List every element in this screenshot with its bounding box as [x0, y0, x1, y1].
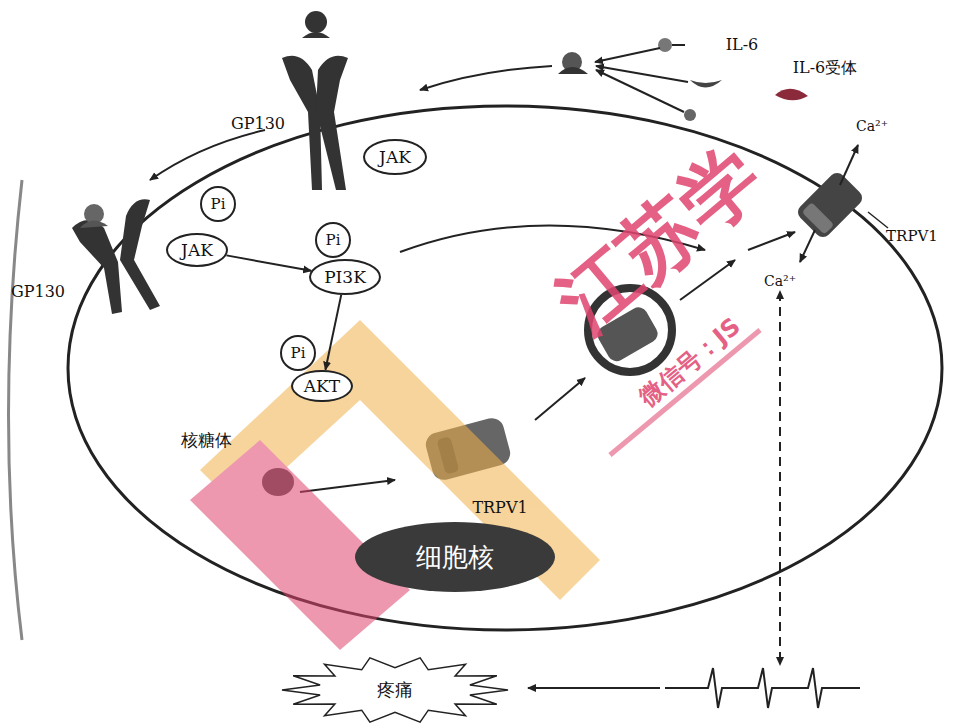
signal-oval: Pi: [280, 335, 317, 372]
part-label: IL-6: [726, 36, 759, 54]
node-text: Pi: [326, 232, 341, 249]
signal-arrow: [325, 295, 341, 370]
signal-oval: PI3K: [309, 259, 381, 295]
gp130-receptor: [72, 199, 160, 314]
part-label: Ca²⁺: [764, 274, 796, 289]
il6-complex: [558, 38, 808, 121]
signal-oval: JAK: [166, 233, 228, 267]
node-text: AKT: [304, 377, 340, 396]
signal-oval: Pi: [315, 222, 352, 259]
cell-membrane: [68, 106, 942, 630]
watermark: 江苏学: [543, 132, 777, 348]
node-text: Pi: [291, 345, 306, 362]
signal-oval: AKT: [291, 370, 353, 403]
trpv-channel: [795, 145, 888, 262]
part-label: GP130: [11, 283, 65, 301]
part-label: IL-6受体: [793, 59, 858, 77]
node-text: JAK: [379, 148, 411, 167]
node-text: 疼痛: [377, 680, 413, 700]
part-label: TRPV1: [886, 228, 938, 245]
part-label: TRPV1: [472, 499, 527, 517]
part-label: Ca²⁺: [856, 119, 888, 134]
neighbour-cell: [9, 180, 23, 640]
nucleus: 细胞核: [355, 522, 555, 592]
part-label: GP130: [231, 115, 285, 133]
part-label: 核糖体: [181, 431, 232, 450]
node-text: JAK: [181, 241, 213, 260]
pathway-arrows: [150, 48, 860, 708]
signal-oval: JAK: [363, 139, 427, 175]
node-text: 细胞核: [416, 543, 494, 572]
node-text: PI3K: [324, 268, 366, 287]
node-text: Pi: [211, 196, 226, 213]
watermark: 微信号：JS: [635, 313, 746, 412]
pain-burst: 疼痛: [280, 655, 510, 725]
signal-arrow: [226, 255, 311, 270]
signal-oval: Pi: [200, 186, 237, 223]
gp130-receptor: [282, 11, 348, 190]
